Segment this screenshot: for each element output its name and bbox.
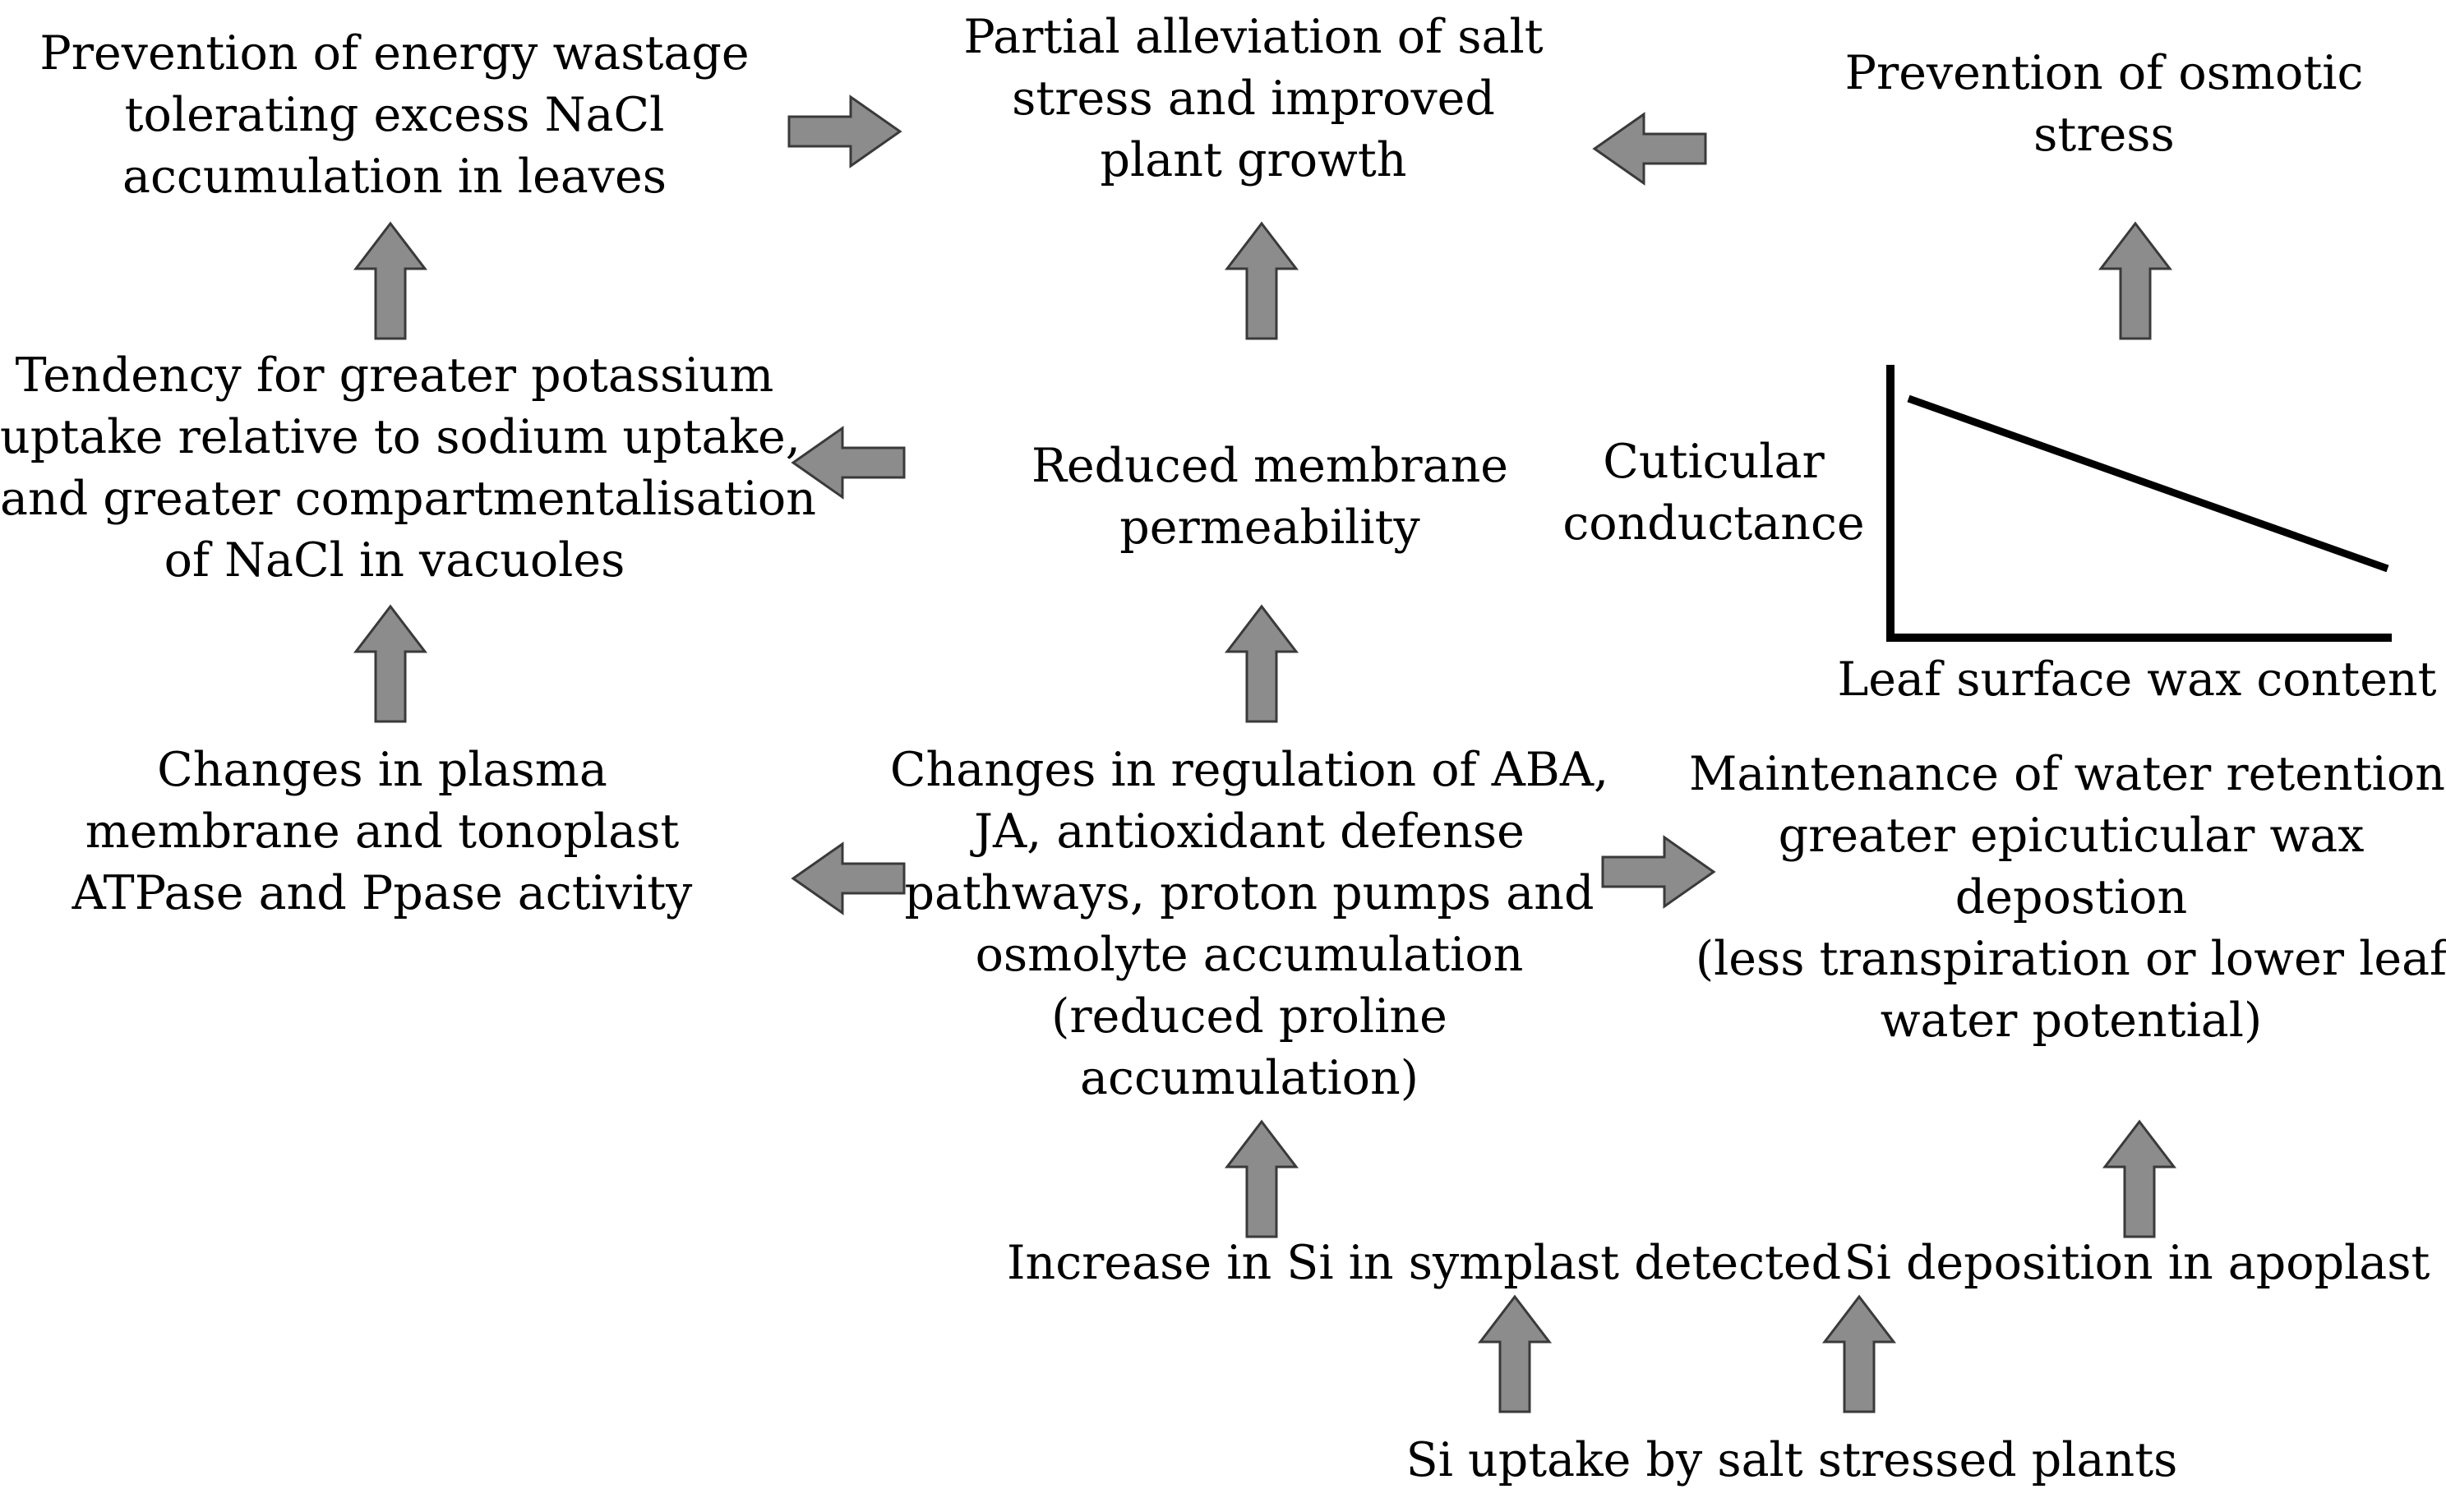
- node-line: tolerating excess NaCl: [124, 88, 665, 142]
- node-line: JA, antioxidant defense: [974, 804, 1525, 859]
- arrow-up-icon: [1224, 221, 1299, 340]
- node-line: accumulation in leaves: [122, 150, 667, 204]
- node-line: stress: [2033, 108, 2175, 162]
- node-line: Changes in regulation of ABA,: [889, 743, 1609, 797]
- arrow-up-icon: [1477, 1294, 1553, 1413]
- arrow-up-icon: [1821, 1294, 1897, 1413]
- node-line: and greater compartmentalisation: [0, 472, 816, 526]
- node-line: pathways, proton pumps and: [904, 866, 1595, 920]
- arrow-up-icon: [2102, 1119, 2177, 1238]
- graph-xlabel-text: Leaf surface wax content: [1837, 652, 2437, 707]
- arrow-right-icon: [1601, 835, 1716, 909]
- node-line: Tendency for greater potassium: [15, 348, 774, 403]
- graph-ylabel-line: conductance: [1562, 496, 1865, 551]
- node-water-retention: Maintenance of water retention, greater …: [1689, 744, 2446, 1052]
- node-line: Reduced membrane: [1031, 439, 1509, 493]
- graph-ylabel-line: Cuticular: [1603, 435, 1825, 489]
- graph-xlabel: Leaf surface wax content: [1833, 649, 2441, 711]
- node-si-apoplast: Si deposition in apoplast: [1825, 1233, 2446, 1294]
- arrow-up-icon: [1224, 604, 1299, 723]
- node-si-symplast: Increase in Si in symplast detected: [1007, 1233, 1842, 1294]
- node-line: of NaCl in vacuoles: [164, 533, 625, 588]
- node-line: Maintenance of water retention,: [1689, 747, 2446, 801]
- node-line: greater epicuticular wax: [1778, 809, 2365, 863]
- node-line: Si uptake by salt stressed plants: [1405, 1433, 2178, 1487]
- node-membrane-permeability: Reduced membrane permeability: [1011, 436, 1529, 559]
- arrow-up-icon: [353, 604, 428, 723]
- node-line: Prevention of osmotic: [1844, 46, 2364, 100]
- node-line: (less transpiration or lower leaf: [1695, 932, 2446, 986]
- node-line: membrane and tonoplast: [85, 804, 680, 859]
- arrow-up-icon: [2098, 221, 2173, 340]
- node-partial-alleviation: Partial alleviation of salt stress and i…: [888, 7, 1619, 191]
- arrow-right-icon: [787, 94, 902, 168]
- graph-trend-line: [1907, 394, 2389, 573]
- node-line: water potential): [1880, 993, 2263, 1048]
- node-line: Changes in plasma: [157, 743, 607, 797]
- inset-graph: [1886, 365, 2392, 642]
- node-line: accumulation): [1080, 1051, 1419, 1105]
- arrow-up-icon: [353, 221, 428, 340]
- node-potassium-uptake: Tendency for greater potassium uptake re…: [0, 345, 816, 592]
- node-line: (reduced proline: [1051, 989, 1447, 1044]
- node-energy-wastage: Prevention of energy wastage tolerating …: [33, 23, 756, 208]
- node-osmotic-stress: Prevention of osmotic stress: [1759, 43, 2446, 166]
- node-regulation-changes: Changes in regulation of ABA, JA, antiox…: [871, 740, 1627, 1109]
- node-line: depostion: [1954, 870, 2188, 924]
- node-line: Prevention of energy wastage: [39, 26, 750, 81]
- node-line: Partial alleviation of salt: [963, 10, 1544, 64]
- node-line: ATPase and Ppase activity: [72, 866, 693, 920]
- node-line: Increase in Si in symplast detected: [1007, 1236, 1842, 1290]
- node-si-uptake: Si uptake by salt stressed plants: [1397, 1430, 2186, 1491]
- node-line: plant growth: [1100, 133, 1407, 187]
- arrow-up-icon: [1224, 1119, 1299, 1238]
- node-line: stress and improved: [1012, 71, 1495, 126]
- node-plasma-membrane: Changes in plasma membrane and tonoplast…: [49, 740, 715, 924]
- node-line: uptake relative to sodium uptake,: [0, 410, 801, 464]
- node-line: Si deposition in apoplast: [1844, 1236, 2430, 1290]
- arrow-left-icon: [1592, 112, 1707, 186]
- arrow-left-icon: [791, 426, 906, 500]
- graph-ylabel: Cuticular conductance: [1545, 431, 1882, 555]
- node-line: osmolyte accumulation: [975, 928, 1524, 982]
- node-line: permeability: [1119, 500, 1420, 555]
- arrow-left-icon: [791, 841, 906, 915]
